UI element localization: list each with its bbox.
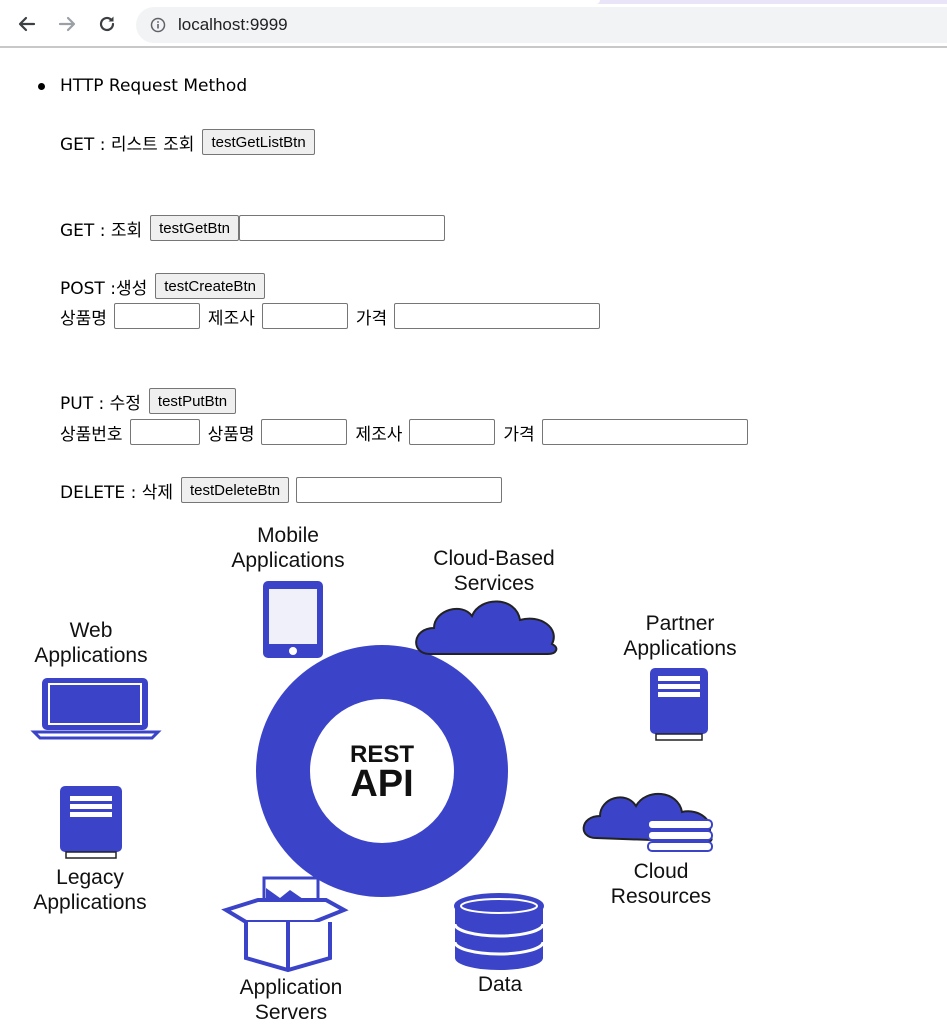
- cloud-services-label-2: Services: [454, 572, 535, 595]
- post-maker-label: 제조사: [207, 308, 255, 329]
- app-servers-label-1: Application: [240, 976, 343, 999]
- put-label: PUT : 수정: [60, 393, 141, 414]
- center-line-1: REST: [350, 741, 414, 768]
- rest-api-diagram-image: REST API Mobile Applications Cloud-Based…: [30, 524, 737, 1024]
- get-label: GET : 조회: [60, 220, 143, 241]
- test-get-button[interactable]: testGetBtn: [150, 215, 239, 241]
- cloud-services-label-1: Cloud-Based: [433, 547, 554, 570]
- rest-api-diagram: REST API Mobile Applications Cloud-Based…: [0, 518, 947, 1035]
- bullet-dot: [38, 82, 45, 90]
- address-bar[interactable]: localhost:9999: [136, 7, 947, 43]
- legacy-label-2: Applications: [33, 891, 146, 914]
- get-id-input[interactable]: [239, 215, 445, 241]
- center-line-2: API: [350, 763, 413, 805]
- gear-icon: [256, 645, 508, 897]
- delete-row: DELETE : 삭제 testDeleteBtn: [60, 477, 510, 503]
- test-delete-button[interactable]: testDeleteBtn: [181, 477, 290, 503]
- put-id-input[interactable]: [129, 419, 200, 445]
- post-label: POST :생성: [60, 278, 148, 299]
- cloud-resources-label-1: Cloud: [634, 860, 689, 883]
- arrow-right-icon: [58, 16, 76, 32]
- cloud-storage-icon: [582, 792, 713, 852]
- put-name-label: 상품명: [207, 424, 255, 445]
- test-get-list-button[interactable]: testGetListBtn: [202, 129, 315, 155]
- put-row: PUT : 수정 testPutBtn: [60, 388, 237, 414]
- server-tower-icon: [650, 668, 708, 741]
- test-create-button[interactable]: testCreateBtn: [155, 273, 265, 299]
- data-label: Data: [478, 973, 523, 996]
- section-title: HTTP Request Method: [60, 76, 248, 96]
- web-label-1: Web: [70, 619, 113, 642]
- delete-label: DELETE : 삭제: [60, 482, 173, 503]
- post-row: POST :생성 testCreateBtn: [60, 273, 265, 299]
- delete-id-input[interactable]: [296, 477, 503, 503]
- put-maker-label: 제조사: [355, 424, 403, 445]
- database-icon: [453, 893, 545, 970]
- box-icon: [221, 876, 349, 973]
- back-button[interactable]: [13, 10, 41, 38]
- put-name-input[interactable]: [261, 419, 348, 445]
- forward-button[interactable]: [53, 10, 81, 38]
- put-price-input[interactable]: [541, 419, 748, 445]
- post-maker-input[interactable]: [261, 303, 348, 329]
- post-price-label: 가격: [355, 308, 388, 329]
- put-fields-row: 상품번호 상품명 제조사 가격: [60, 419, 756, 445]
- put-id-label: 상품번호: [60, 424, 123, 445]
- smartphone-icon: [263, 581, 323, 658]
- get-row: GET : 조회 testGetBtn: [60, 215, 453, 241]
- legacy-label-1: Legacy: [56, 866, 124, 889]
- legacy-server-icon: [60, 786, 122, 859]
- app-servers-label-2: Servers: [255, 1001, 327, 1024]
- info-icon[interactable]: [150, 17, 166, 33]
- tab-strip: [0, 0, 947, 4]
- post-price-input[interactable]: [394, 303, 601, 329]
- post-name-label: 상품명: [60, 308, 107, 329]
- cloud-resources-label-2: Resources: [611, 885, 711, 908]
- cloud-icon: [415, 600, 558, 655]
- post-fields-row: 상품명 제조사 가격: [60, 303, 608, 329]
- reload-button[interactable]: [93, 10, 121, 38]
- get-list-row: GET : 리스트 조회 testGetListBtn: [60, 129, 315, 155]
- url-text: localhost:9999: [178, 15, 288, 34]
- active-tab[interactable]: [0, 0, 600, 4]
- arrow-left-icon: [18, 16, 36, 32]
- section-heading: HTTP Request Method: [38, 76, 247, 96]
- post-name-input[interactable]: [113, 303, 200, 329]
- test-put-button[interactable]: testPutBtn: [148, 388, 237, 414]
- mobile-label-2: Applications: [231, 549, 344, 572]
- partner-label-2: Applications: [623, 637, 736, 660]
- reload-icon: [99, 16, 115, 32]
- browser-toolbar: localhost:9999: [0, 4, 947, 48]
- put-price-label: 가격: [503, 424, 535, 445]
- web-label-2: Applications: [34, 644, 147, 667]
- mobile-label-1: Mobile: [257, 524, 319, 547]
- get-list-label: GET : 리스트 조회: [60, 134, 195, 155]
- put-maker-input[interactable]: [409, 419, 496, 445]
- partner-label-1: Partner: [646, 612, 715, 635]
- laptop-icon: [30, 678, 162, 740]
